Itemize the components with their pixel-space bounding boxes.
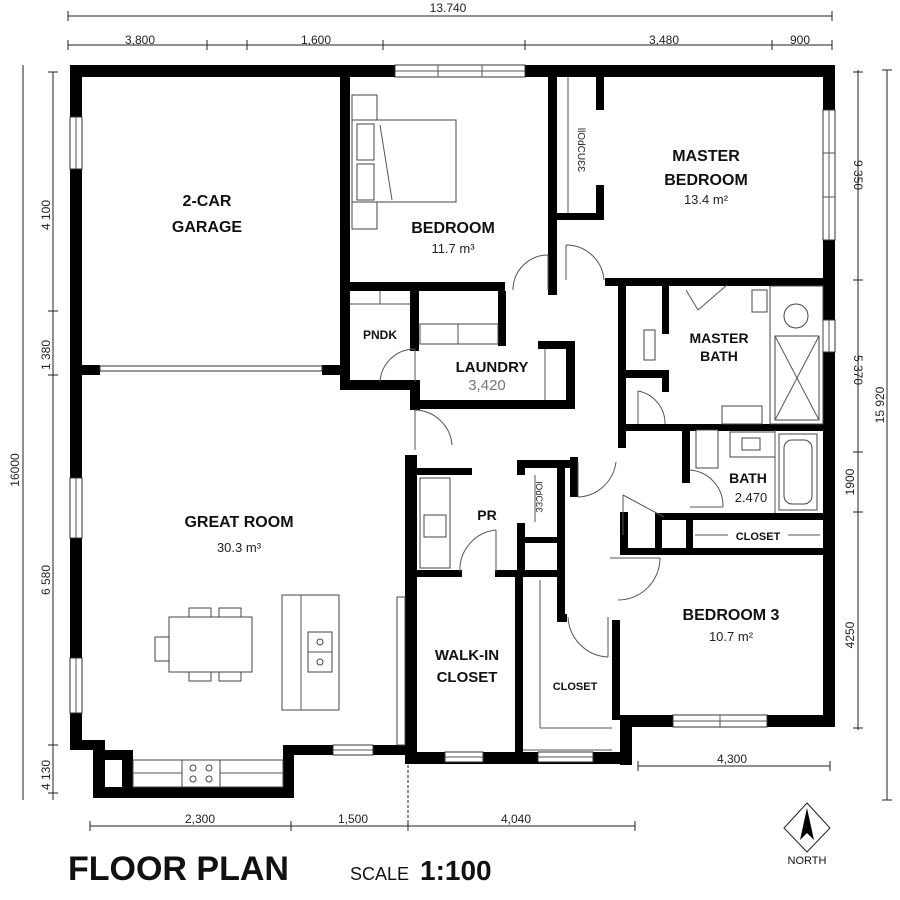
master-bedroom-label-line2: BEDROOM [664, 172, 748, 189]
dim-right-2: 5 370 [851, 355, 865, 385]
room-great-room: GREAT ROOM 30.3 m³ [184, 514, 293, 555]
closet-lower-label: CLOSET [553, 681, 598, 693]
dimension-lines [22, 11, 892, 831]
dim-right-total: 15 920 [873, 386, 887, 423]
closet-hall-label: CLOSET [736, 531, 781, 543]
bath-area: 2.470 [735, 490, 768, 505]
master-bath-label-line2: BATH [700, 348, 738, 364]
dim-top-1: 3,800 [125, 33, 155, 47]
room-pndk: PNDK [363, 328, 397, 342]
dim-left-4: 4 130 [39, 760, 53, 790]
great-room-area: 30.3 m³ [217, 540, 262, 555]
garage-label-line2: GARAGE [172, 219, 243, 236]
dim-left-3: 6 580 [39, 565, 53, 595]
fixtures [132, 77, 824, 788]
room-bedroom3: BEDROOM 3 10.7 m² [683, 607, 780, 644]
dim-bottom-2: 1,500 [338, 812, 368, 826]
bedroom-area: 11.7 m³ [431, 241, 475, 256]
room-laundry: LAUNDRY 3,420 [456, 359, 529, 394]
dim-right-3: 1900 [843, 468, 857, 495]
bath-label: BATH [729, 470, 767, 486]
room-master-bath: MASTER BATH [689, 330, 748, 364]
dim-left-total: 16000 [8, 453, 22, 487]
bedroom3-label: BEDROOM 3 [683, 607, 780, 624]
north-label: NORTH [788, 855, 827, 867]
dim-bottom-1: 2,300 [185, 812, 215, 826]
master-bedroom-area: 13.4 m² [684, 192, 729, 207]
doors [379, 244, 728, 658]
interior-walls [70, 65, 835, 760]
walk-in-closet-label-line2: CLOSET [437, 669, 498, 686]
laundry-label: LAUNDRY [456, 359, 529, 376]
master-wardrobe-label: llOdCUƐƐ [575, 128, 586, 172]
dim-left-1: 4 100 [39, 200, 53, 230]
dim-right-4: 4250 [843, 621, 857, 648]
master-bedroom-label-line1: MASTER [672, 148, 740, 165]
dim-top-3: 3,480 [649, 33, 679, 47]
scale-label: SCALE [350, 864, 409, 884]
master-bath-label-line1: MASTER [689, 330, 748, 346]
pr-wardrobe-label: lOdCƐƐ [534, 481, 544, 513]
dim-top-total: 13.740 [430, 1, 467, 15]
room-bedroom: BEDROOM 11.7 m³ [411, 220, 495, 256]
room-closet-lower: CLOSET [553, 681, 598, 693]
room-closet-hall: CLOSET [728, 528, 788, 543]
room-garage: 2-CAR GARAGE [172, 193, 243, 236]
dim-top-4: 900 [790, 33, 810, 47]
north-arrow-icon [783, 802, 831, 853]
dim-bottom-right: 4,300 [717, 752, 747, 766]
room-pr: PR [477, 507, 496, 523]
laundry-area: 3,420 [468, 377, 506, 394]
plan-title: FLOOR PLAN [68, 850, 289, 888]
pr-label: PR [477, 507, 496, 523]
room-walk-in-closet: WALK-IN CLOSET [435, 647, 499, 686]
bedroom3-area: 10.7 m² [709, 629, 754, 644]
great-room-label: GREAT ROOM [184, 514, 293, 531]
dim-bottom-3: 4,040 [501, 812, 531, 826]
room-master-bedroom: MASTER BEDROOM 13.4 m² [664, 148, 748, 207]
bedroom-label: BEDROOM [411, 220, 495, 237]
garage-label-line1: 2-CAR [183, 193, 232, 210]
walk-in-closet-label-line1: WALK-IN [435, 647, 499, 664]
windows [69, 64, 836, 763]
dim-right-1: 9 350 [851, 160, 865, 190]
room-bath: BATH 2.470 [729, 470, 767, 505]
dim-left-2: 1 380 [39, 340, 53, 370]
pndk-label: PNDK [363, 328, 397, 342]
dim-top-2: 1,600 [301, 33, 331, 47]
scale-value: 1:100 [420, 855, 492, 886]
